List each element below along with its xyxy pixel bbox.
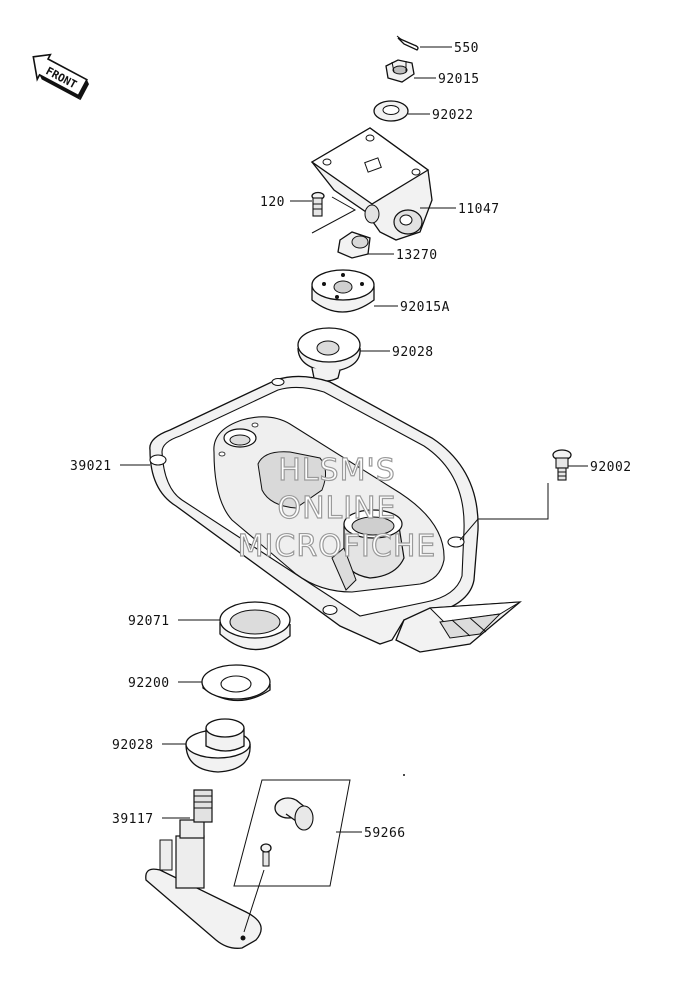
bolt-120 xyxy=(311,191,357,234)
part-label-92002: 92002 xyxy=(590,460,632,475)
part-label-550: 550 xyxy=(454,41,479,56)
washer-92022 xyxy=(373,100,409,122)
part-label-39021: 39021 xyxy=(70,459,112,474)
part-label-92071: 92071 xyxy=(128,614,170,629)
part-label-92200: 92200 xyxy=(128,676,170,691)
housing-39021 xyxy=(149,375,522,653)
part-label-92015: 92015 xyxy=(438,72,480,87)
part-label-92028-upper: 92028 xyxy=(392,345,434,360)
leader-lines xyxy=(120,46,588,833)
bracket-11047 xyxy=(310,127,433,241)
watermark-line-1: HLSM'S xyxy=(278,453,396,488)
nut-92015A xyxy=(311,269,375,313)
castle-nut-92015 xyxy=(385,59,415,83)
part-labels: 550 92015 92022 11047 120 13270 92015A 9… xyxy=(70,41,632,841)
bolt-92002 xyxy=(459,449,572,541)
seal-92071 xyxy=(219,601,291,651)
part-label-59266: 59266 xyxy=(364,826,406,841)
kit-59266 xyxy=(233,779,351,933)
cotter-pin-550 xyxy=(396,35,419,51)
part-label-92028-lower: 92028 xyxy=(112,738,154,753)
front-arrow-icon: FRONT xyxy=(32,53,89,101)
part-label-11047: 11047 xyxy=(458,202,500,217)
part-label-13270: 13270 xyxy=(396,248,438,263)
shaft-39117 xyxy=(145,789,262,949)
watermark-line-2: ONLINE xyxy=(277,491,396,526)
collar-92028-upper xyxy=(297,327,361,382)
washer-92200 xyxy=(201,664,271,702)
part-label-39117: 39117 xyxy=(112,812,154,827)
part-label-92022: 92022 xyxy=(432,108,474,123)
watermark: HLSM'S ONLINE MICROFICHE xyxy=(237,452,437,564)
part-label-120: 120 xyxy=(260,195,285,210)
bushing-13270 xyxy=(337,231,371,259)
part-label-92015A: 92015A xyxy=(400,300,450,315)
watermark-line-3: MICROFICHE xyxy=(238,529,437,564)
collar-92028-lower xyxy=(185,718,251,773)
